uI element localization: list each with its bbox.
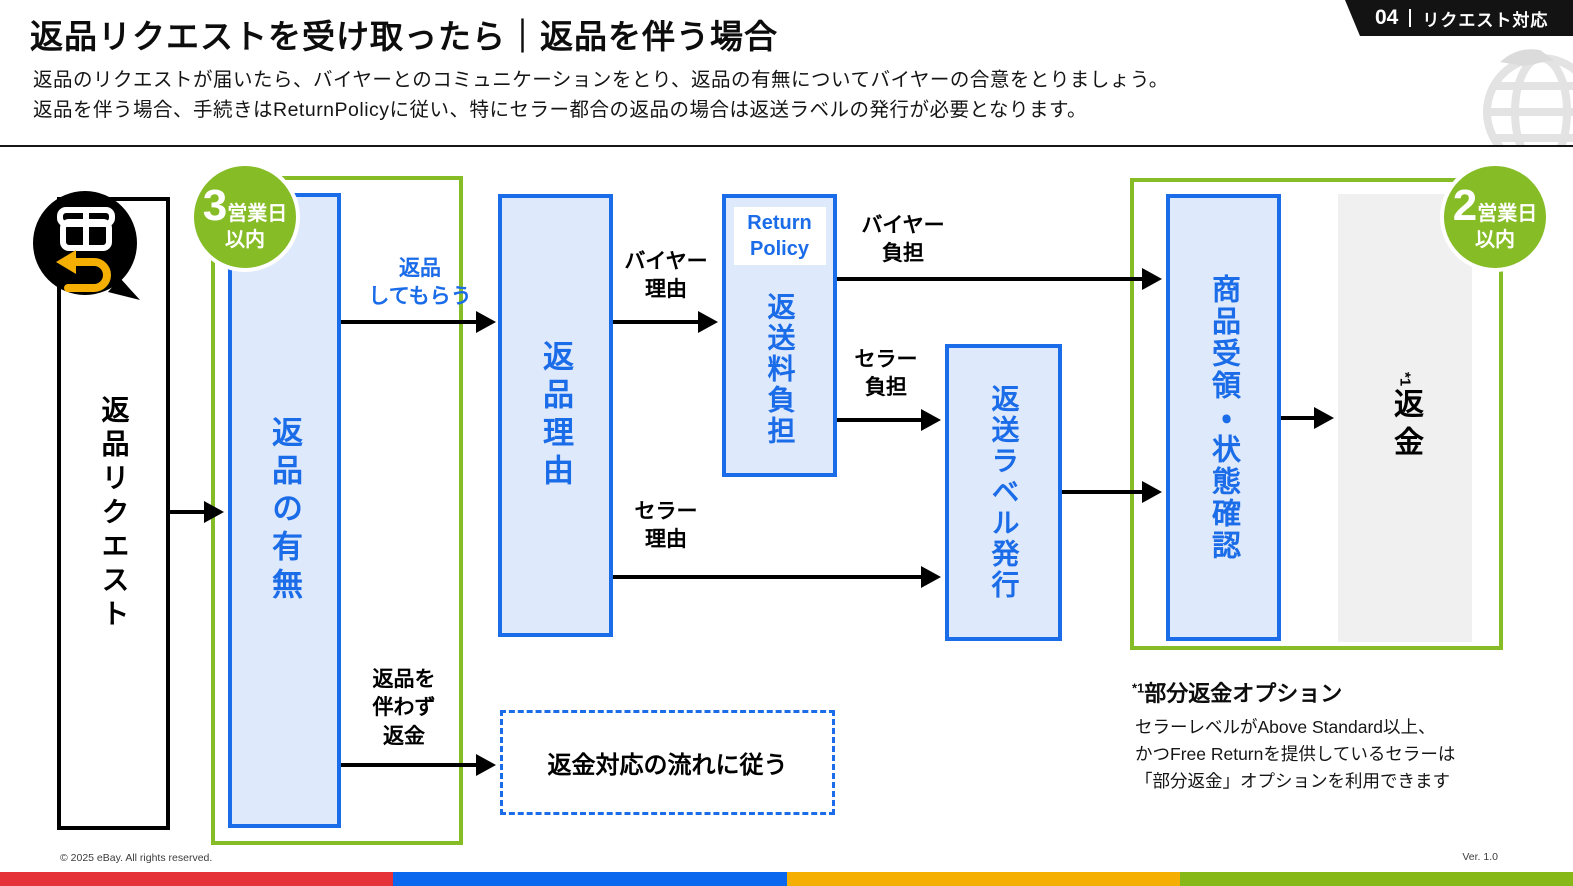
brandbar-yellow bbox=[786, 872, 1180, 886]
plane-icon bbox=[1500, 49, 1554, 66]
footnote-ref: *1 bbox=[1132, 680, 1145, 696]
label-seller-fee: セラー 負担 bbox=[854, 348, 918, 400]
copyright-text: © 2025 eBay. All rights reserved. bbox=[60, 852, 213, 864]
arrow-decision-to-reason bbox=[341, 320, 476, 324]
globe-watermark bbox=[1393, 36, 1573, 145]
box-return-label-issue: 返送ラベル発行 bbox=[945, 344, 1062, 641]
arrow-reason-to-policy bbox=[613, 320, 698, 324]
subtitle-line-1: 返品のリクエストが届いたら、バイヤーとのコミュニケーションをとり、返品の有無につ… bbox=[33, 69, 1169, 91]
arrow-seller-fee-to-label bbox=[837, 418, 921, 422]
box-receive-check: 商品受領・状態確認 bbox=[1166, 194, 1281, 641]
brandbar-green bbox=[1179, 872, 1573, 886]
label-with-return: 返品 してもらう bbox=[368, 257, 472, 309]
chapter-number: 04 bbox=[1375, 6, 1399, 29]
footnote-line-3: 「部分返金」オプションを利用できます bbox=[1135, 771, 1450, 791]
arrow-decision-to-refund-flow bbox=[341, 763, 476, 767]
footnote-line-1: セラーレベルがAbove Standard以上、 bbox=[1135, 717, 1436, 737]
box-return-decision: 返品の有無 bbox=[228, 193, 341, 828]
package-icon bbox=[57, 207, 115, 251]
return-policy-tag: Return Policy bbox=[733, 207, 826, 265]
footnote-line-2: かつFree Returnを提供しているセラーは bbox=[1135, 744, 1456, 764]
refund-label: 返金 bbox=[1389, 388, 1422, 465]
version-text: Ver. 1.0 bbox=[1462, 851, 1498, 863]
box-refund-flow: 返金対応の流れに従う bbox=[500, 710, 835, 815]
box-return-reason: 返品理由 bbox=[498, 194, 613, 637]
label-buyer-reason: バイヤー 理由 bbox=[624, 250, 708, 302]
box-shipping-fee: Return Policy 返送料負担 bbox=[722, 194, 837, 477]
group-receive-refund bbox=[1130, 178, 1503, 650]
chapter-tag: 04 リクエスト対応 bbox=[1345, 0, 1573, 36]
arrow-buyer-fee-to-receive bbox=[837, 277, 1142, 281]
brandbar-red bbox=[0, 872, 394, 886]
return-arrow-icon bbox=[56, 250, 111, 292]
arrow-seller-reason-to-label bbox=[613, 575, 921, 579]
chapter-label: リクエスト対応 bbox=[1422, 10, 1549, 30]
return-request-icon bbox=[28, 186, 153, 321]
chapter-separator bbox=[1409, 9, 1412, 27]
footnote-title: *1部分返金オプション bbox=[1132, 680, 1343, 706]
arrow-receive-to-refund bbox=[1281, 416, 1314, 420]
page-title: 返品リクエストを受け取ったら｜返品を伴う場合 bbox=[30, 18, 778, 55]
brandbar-blue bbox=[393, 872, 787, 886]
arrow-request-to-decision bbox=[170, 510, 204, 514]
globe-icon bbox=[1483, 49, 1573, 145]
label-without-return: 返品を 伴わず 返金 bbox=[372, 668, 436, 748]
subtitle-line-2: 返品を伴う場合、手続きはReturnPolicyに従い、特にセラー都合の返品の場… bbox=[33, 99, 1088, 121]
label-buyer-fee: バイヤー 負担 bbox=[861, 214, 945, 266]
header-divider bbox=[0, 145, 1573, 147]
box-return-request: 返品リクエスト bbox=[57, 197, 170, 830]
refund-footnote-ref: *1 bbox=[1396, 371, 1414, 387]
label-seller-reason: セラー 理由 bbox=[634, 500, 698, 552]
shipping-fee-label: 返送料負担 bbox=[764, 291, 796, 447]
arrow-label-to-receive bbox=[1062, 490, 1142, 494]
speech-bubble-tail bbox=[108, 278, 140, 300]
